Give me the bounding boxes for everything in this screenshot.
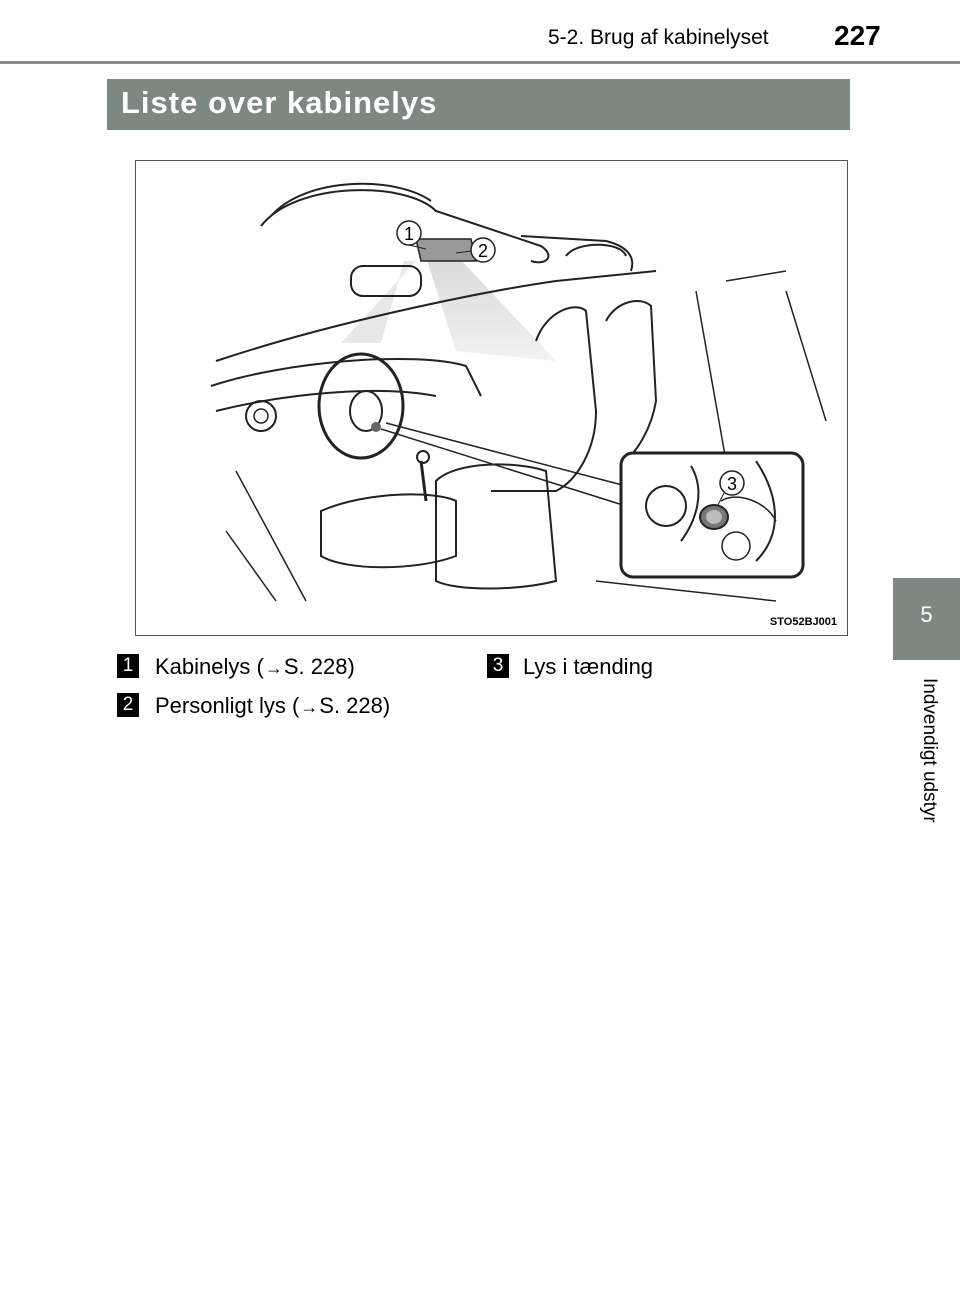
section-title: 5-2. Brug af kabinelyset bbox=[548, 26, 769, 49]
legend-label-1: Kabinelys ( bbox=[155, 654, 264, 679]
legend-ref-1: S. 228) bbox=[283, 654, 355, 679]
callout-1-label: 1 bbox=[404, 224, 414, 244]
figure-code: STO52BJ001 bbox=[769, 616, 837, 628]
header-rule bbox=[0, 61, 960, 64]
heading-bar: Liste over kabinelys bbox=[107, 79, 850, 130]
right-arrow-icon: → bbox=[264, 658, 283, 678]
callout-2 bbox=[470, 237, 496, 263]
legend-number-1: 1 bbox=[117, 654, 139, 678]
chapter-label-text: Indvendigt udstyr bbox=[919, 678, 940, 823]
legend-label-2: Personligt lys ( bbox=[155, 693, 300, 718]
callout-2-label: 2 bbox=[478, 241, 488, 261]
callout-3-label: 3 bbox=[727, 474, 737, 494]
heading-title: Liste over kabinelys bbox=[121, 85, 438, 120]
legend-number-2: 2 bbox=[117, 693, 139, 717]
callout-3 bbox=[719, 470, 745, 496]
interior-lights-illustration: 1 2 3 STO52BJ001 bbox=[135, 160, 848, 636]
right-arrow-icon: → bbox=[300, 697, 319, 717]
legend-text-2: Personligt lys (→S. 228) bbox=[155, 693, 390, 719]
legend-ref-2: S. 228) bbox=[319, 693, 391, 718]
page-number: 227 bbox=[834, 20, 881, 51]
chapter-tab: 5 bbox=[893, 578, 960, 660]
legend-text-3: Lys i tænding bbox=[523, 654, 654, 679]
legend-number-3: 3 bbox=[487, 654, 509, 678]
chapter-number: 5 bbox=[920, 602, 933, 627]
chapter-label: Indvendigt udstyr bbox=[918, 678, 940, 838]
legend-text-1: Kabinelys (→S. 228) bbox=[155, 654, 355, 680]
car-interior-drawing: 1 2 3 bbox=[210, 182, 827, 602]
